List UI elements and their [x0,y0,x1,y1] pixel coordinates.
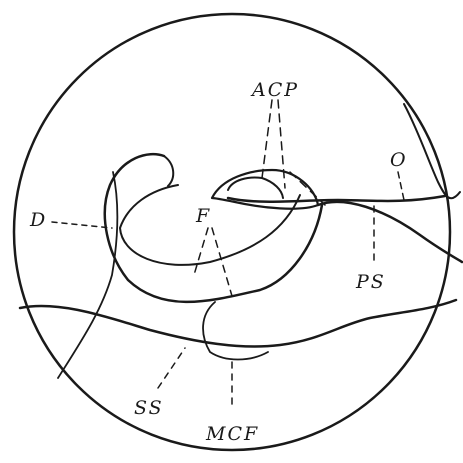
label-mcf: MCF [205,423,259,445]
f-leader-right [212,228,232,296]
o-leader [398,172,404,200]
central-loop-inner [228,178,283,199]
lower-boundary [20,300,456,347]
curved-structure-outer [105,154,322,302]
label-ss: SS [134,397,164,419]
label-acp: ACP [250,79,299,101]
hook-tip [164,156,173,186]
acp-leader-right [278,100,285,188]
ss-leader [158,348,185,388]
acp-leader-left [262,100,272,178]
label-d: D [29,209,47,231]
f-leader-left [194,228,208,275]
ss-contour [203,302,268,360]
o-structure [404,104,460,198]
left-descending-line [58,172,117,378]
label-ps: PS [355,271,386,293]
field-of-view-circle [14,14,450,450]
lower-right-band [318,202,462,262]
d-leader [52,222,112,228]
label-f: F [195,205,211,227]
label-o: O [390,149,408,171]
